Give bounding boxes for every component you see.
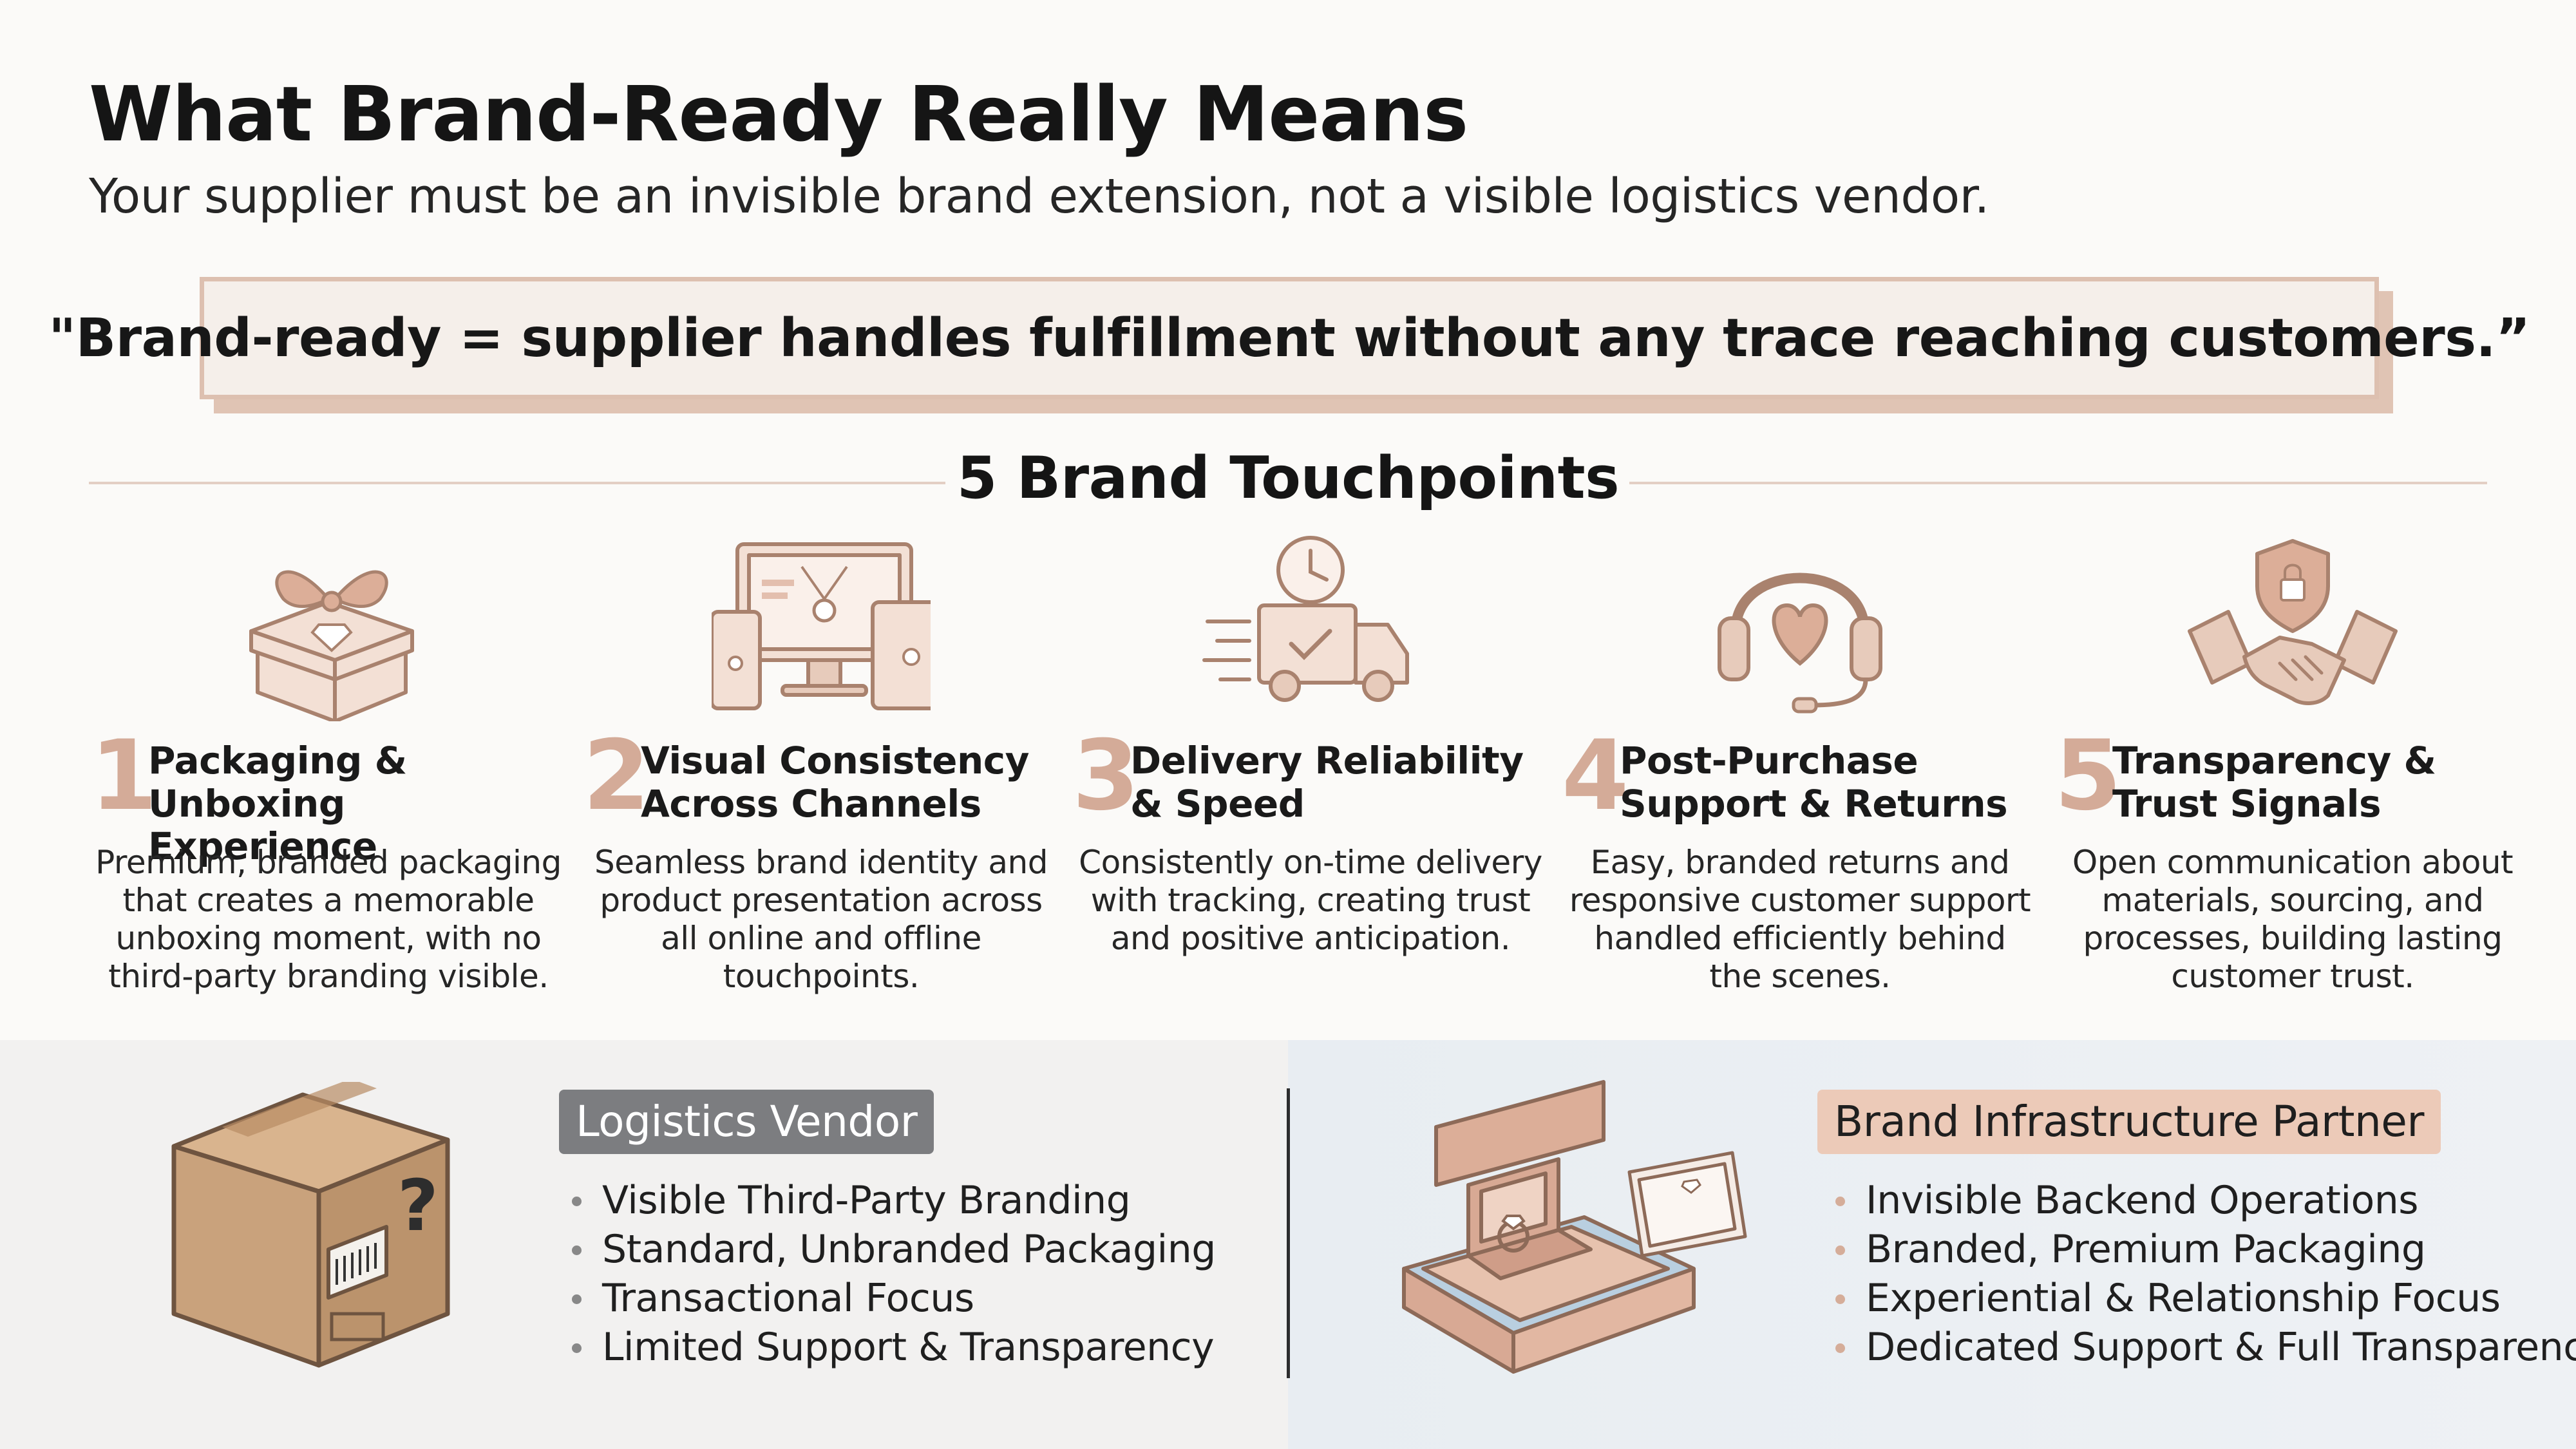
touchpoint-title: Visual Consistency Across Channels (641, 739, 1059, 825)
touchpoint-description: Open communication about materials, sour… (2048, 844, 2537, 996)
desc-line: product presentation across (600, 882, 1043, 919)
touchpoint-title-line: Delivery Reliability (1130, 739, 1524, 782)
touchpoint-number: 1 (90, 720, 158, 832)
touchpoints-heading: 5 Brand Touchpoints (956, 444, 1620, 512)
touchpoint-title-line: Packaging & (148, 739, 407, 782)
desc-line: handled efficiently behind (1594, 920, 2006, 957)
handshake-shield-icon (2188, 539, 2398, 705)
touchpoint-description: Seamless brand identity and product pres… (576, 844, 1066, 996)
touchpoint-3: 3 Delivery Reliability & Speed Consisten… (1072, 535, 1549, 1024)
list-item: Standard, Unbranded Packaging (567, 1225, 1216, 1274)
desc-line: processes, building lasting (2083, 920, 2503, 957)
touchpoint-title: Packaging & Unboxing Experience (148, 739, 567, 868)
touchpoint-number: 4 (1562, 720, 1629, 832)
touchpoint-title-line: Visual Consistency (641, 739, 1029, 782)
touchpoint-title: Transparency & Trust Signals (2112, 739, 2531, 825)
touchpoint-description: Consistently on-time delivery with track… (1066, 844, 1555, 958)
desc-line: Consistently on-time delivery (1079, 844, 1542, 881)
touchpoint-2: 2 Visual Consistency Across Channels Sea… (583, 535, 1059, 1024)
desc-line: Seamless brand identity and (594, 844, 1048, 881)
partner-list: Invisible Backend Operations Branded, Pr… (1830, 1176, 2576, 1372)
quote-text: "Brand-ready = supplier handles fulfillm… (48, 307, 2530, 369)
touchpoint-title-line: Post-Purchase (1620, 739, 1918, 782)
touchpoint-number: 2 (583, 720, 650, 832)
desc-line: customer trust. (2171, 958, 2414, 995)
cardboard-box-question-icon: ? (171, 1082, 450, 1368)
desc-line: Open communication about (2072, 844, 2514, 881)
partner-label: Brand Infrastructure Partner (1817, 1090, 2441, 1154)
touchpoint-title-line: Support & Returns (1620, 781, 2008, 826)
touchpoint-description: Premium, branded packaging that creates … (84, 844, 573, 996)
touchpoint-title: Post-Purchase Support & Returns (1620, 739, 2038, 825)
headset-heart-icon (1718, 573, 1882, 714)
list-item: Limited Support & Transparency (567, 1323, 1216, 1372)
gift-box-icon (249, 570, 414, 721)
necklace-pendant-icon (812, 598, 837, 623)
list-item: Experiential & Relationship Focus (1830, 1274, 2576, 1323)
touchpoint-number: 3 (1072, 720, 1140, 832)
question-mark-icon: ? (397, 1164, 439, 1247)
touchpoint-title-line: & Speed (1130, 781, 1305, 826)
delivery-truck-clock-icon (1202, 536, 1409, 702)
list-item: Visible Third-Party Branding (567, 1176, 1216, 1225)
list-item: Invisible Backend Operations (1830, 1176, 2576, 1225)
desc-line: third-party branding visible. (108, 958, 549, 995)
touchpoint-title: Delivery Reliability & Speed (1130, 739, 1549, 825)
touchpoint-title-line: Across Channels (641, 781, 981, 826)
touchpoint-4: 4 Post-Purchase Support & Returns Easy, … (1562, 535, 2038, 1024)
list-item: Branded, Premium Packaging (1830, 1225, 2576, 1274)
desc-line: Easy, branded returns and (1590, 844, 2010, 881)
list-item: Transactional Focus (567, 1274, 1216, 1323)
page-title: What Brand-Ready Really Means (89, 70, 1468, 158)
desc-line: with tracking, creating trust (1090, 882, 1531, 919)
vendor-label: Logistics Vendor (559, 1090, 934, 1154)
desc-line: touchpoints. (723, 958, 920, 995)
quote-box: "Brand-ready = supplier handles fulfillm… (48, 277, 2530, 399)
touchpoint-5: 5 Transparency & Trust Signals Open comm… (2054, 535, 2531, 1024)
lock-icon (2280, 578, 2306, 601)
touchpoint-title-line: Transparency & (2112, 739, 2436, 782)
desc-line: all online and offline (661, 920, 981, 957)
desc-line: Premium, branded packaging (95, 844, 562, 881)
desc-line: the scenes. (1709, 958, 1891, 995)
divider-left (89, 482, 945, 484)
divider-right (1629, 482, 2487, 484)
touchpoint-number: 5 (2054, 720, 2122, 832)
desc-line: and positive anticipation. (1110, 920, 1511, 957)
branded-jewelry-box-icon (1402, 1080, 1747, 1374)
desc-line: that creates a memorable (122, 882, 535, 919)
touchpoint-title-line: Unboxing Experience (148, 781, 377, 869)
touchpoint-1: 1 Packaging & Unboxing Experience Premiu… (90, 535, 567, 1024)
diamond-icon (310, 623, 353, 652)
vendor-list: Visible Third-Party Branding Standard, U… (567, 1176, 1216, 1372)
page-subtitle: Your supplier must be an invisible brand… (89, 169, 1989, 224)
touchpoint-title-line: Trust Signals (2112, 781, 2382, 826)
touchpoint-description: Easy, branded returns and responsive cus… (1555, 844, 2045, 996)
desc-line: unboxing moment, with no (115, 920, 542, 957)
desc-line: materials, sourcing, and (2101, 882, 2484, 919)
multi-device-icon (712, 542, 931, 710)
comparison-divider (1287, 1088, 1290, 1378)
desc-line: responsive customer support (1569, 882, 2031, 919)
list-item: Dedicated Support & Full Transparency (1830, 1323, 2576, 1372)
